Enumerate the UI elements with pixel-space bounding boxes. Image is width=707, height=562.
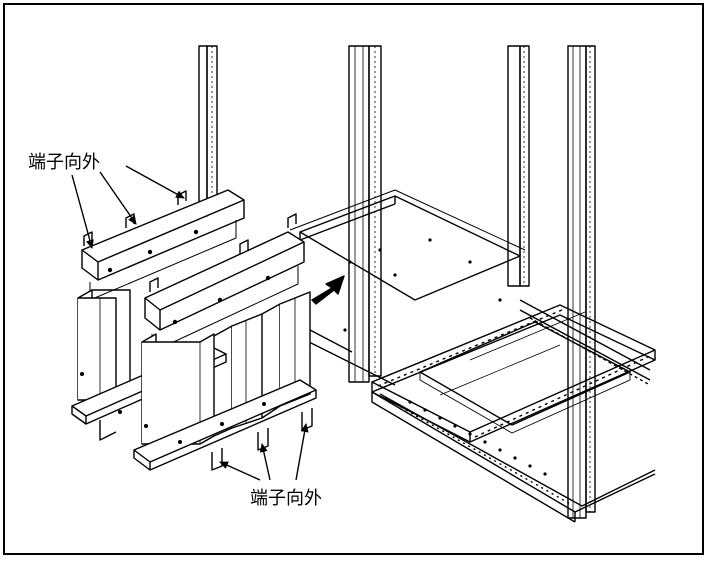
terminals-outward-label-bottom: 端子向外 [250, 488, 322, 509]
leader-lines-bottom [219, 423, 309, 481]
terminals-outward-label-top: 端子向外 [28, 152, 100, 173]
bolt-heads [80, 229, 271, 444]
figure-border [3, 3, 704, 555]
cabinet-frame [198, 45, 656, 523]
leader-lines-top [71, 165, 185, 249]
insert-direction-arrow [311, 275, 345, 305]
